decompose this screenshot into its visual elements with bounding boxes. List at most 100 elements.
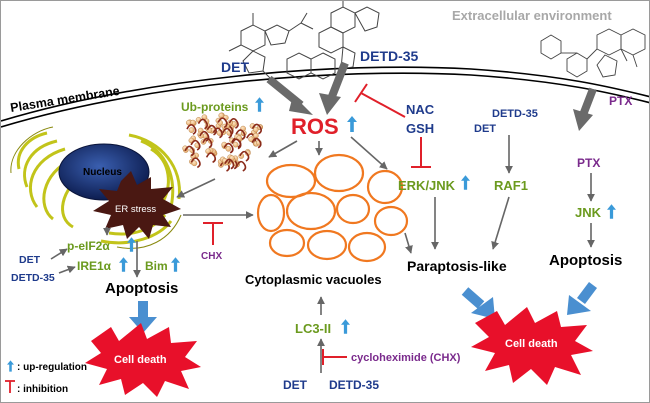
ub-protein-chain — [199, 130, 210, 142]
ub-to-er-arrow — [176, 178, 216, 198]
ire1a-up-arrow-icon — [119, 257, 128, 272]
extracellular-label: Extracellular environment — [452, 8, 612, 23]
det-to-peif2a-arrow — [50, 248, 68, 260]
ub-protein-chain — [251, 123, 262, 135]
ub-protein-chain — [239, 150, 250, 162]
nac-inhibits-ros-line — [360, 92, 406, 118]
det-molecule-icon — [228, 12, 314, 80]
er-stress-label: ER stress — [115, 204, 156, 215]
chx-label: CHX — [201, 251, 222, 262]
cytoplasmic-vacuoles-label: Cytoplasmic vacuoles — [245, 272, 382, 287]
det-top-label: DET — [221, 59, 249, 75]
ub-protein-chain — [190, 157, 201, 169]
nucleus-label: Nucleus — [83, 167, 122, 178]
cell-death-left-label: Cell death — [114, 354, 167, 366]
paraptosis-to-celldeath-arrow — [461, 287, 485, 309]
ub-protein-chain — [205, 152, 217, 164]
golgi-structure — [16, 131, 181, 245]
lc3-label: LC3-II — [295, 321, 331, 336]
detd35-to-ros-arrow — [327, 61, 349, 101]
detd35-bottom-label: DETD-35 — [329, 378, 379, 392]
ptx-molecule-icon — [540, 28, 646, 78]
legend-inhibition-label: : inhibition — [17, 384, 68, 395]
cell-death-burst-right — [471, 307, 593, 385]
apoptosis-left-label: Apoptosis — [105, 280, 178, 297]
ros-up-arrow-icon — [347, 116, 357, 132]
ub-protein-chain — [184, 145, 195, 157]
ub-protein-chain — [235, 129, 246, 141]
det-left-label: DET — [19, 254, 41, 266]
detd35-top-label: DETD-35 — [360, 48, 419, 64]
cytoplasmic-vacuoles-cluster — [256, 153, 409, 263]
detd35-raf-label: DETD-35 — [492, 108, 538, 120]
right-apoptosis-to-celldeath-arrow — [577, 282, 597, 304]
ros-to-erkjnk-arrow — [350, 136, 388, 170]
ros-label: ROS — [291, 114, 339, 139]
ub-protein-chain — [202, 137, 213, 149]
legend-up-arrow-icon — [7, 360, 14, 372]
ub-protein-chain — [224, 158, 235, 170]
golgi-strands — [10, 126, 182, 249]
bim-label: Bim — [145, 259, 168, 273]
cell-death-burst-left — [85, 323, 201, 397]
ub-bead — [253, 132, 259, 139]
erkjnk-up-arrow-icon — [461, 175, 470, 190]
gsh-label: GSH — [406, 121, 434, 136]
ire1a-label: IRE1α — [77, 259, 112, 273]
ub-bead — [225, 145, 232, 152]
right-apoptosis-to-celldeath-arrowhead — [567, 295, 591, 315]
ptx-mid-label: PTX — [577, 156, 600, 170]
ptx-entry-arrow — [579, 87, 597, 117]
ub-protein-chain — [217, 117, 228, 129]
detd35-to-ire1a-arrow — [58, 265, 76, 274]
cycloheximide-label: cycloheximide (CHX) — [351, 352, 461, 364]
erk-jnk-label: ERK/JNK — [398, 178, 456, 193]
ptx-top-label: PTX — [609, 94, 632, 108]
ub-protein-chain — [197, 118, 208, 130]
ub-proteins-cluster — [182, 112, 264, 172]
det-to-ros-arrowhead — [289, 95, 313, 115]
nac-label: NAC — [406, 102, 435, 117]
ub-protein-chain — [228, 118, 239, 129]
ub-bead — [232, 141, 239, 148]
ub-bead — [191, 160, 198, 167]
detd35-to-ros-arrowhead — [319, 93, 341, 115]
ub-protein-chain — [223, 142, 234, 154]
ub-bead — [188, 127, 195, 133]
apoptosis-right-label: Apoptosis — [549, 252, 622, 269]
er-stress-burst — [93, 171, 181, 239]
ub-proteins-label: Ub-proteins — [181, 100, 249, 114]
det-bottom-label: DET — [283, 378, 308, 392]
p-eif2a-label: p-eIF2α — [67, 239, 110, 253]
ub-protein-chain — [212, 127, 223, 139]
paraptosis-like-label: Paraptosis-like — [407, 258, 507, 274]
legend-up-label: : up-regulation — [17, 362, 87, 373]
ub-up-arrow-icon — [255, 97, 264, 112]
detd35-molecule-icon — [286, 1, 380, 80]
ub-protein-chain — [190, 139, 201, 151]
jnk-label: JNK — [575, 205, 602, 220]
ub-bead — [252, 126, 259, 133]
bim-up-arrow-icon — [171, 257, 180, 272]
raf1-label: RAF1 — [494, 178, 528, 193]
peif2a-up-arrow-icon — [127, 237, 136, 252]
paraptosis-to-celldeath-arrowhead — [471, 297, 495, 319]
ub-protein-chain — [221, 127, 233, 139]
jnk-up-arrow-icon — [607, 204, 616, 219]
detd35-left-label: DETD-35 — [11, 272, 55, 284]
ub-protein-chain — [186, 124, 197, 135]
plasma-membrane-outer — [1, 66, 649, 122]
lc3-up-arrow-icon — [341, 319, 350, 334]
vacuoles-to-paraptosis-arrow — [404, 232, 413, 254]
cell-death-right-label: Cell death — [505, 338, 558, 350]
raf1-to-paraptosis-arrow — [491, 196, 510, 250]
ub-protein-chain — [231, 138, 242, 150]
ros-to-ub-arrow — [268, 140, 298, 158]
nac-inhibits-ros-bar — [354, 83, 368, 103]
det-raf-label: DET — [474, 123, 496, 135]
ub-protein-chain — [236, 160, 247, 172]
ptx-entry-arrowhead — [573, 109, 593, 131]
apoptosis-to-celldeath-arrowhead — [129, 317, 157, 333]
